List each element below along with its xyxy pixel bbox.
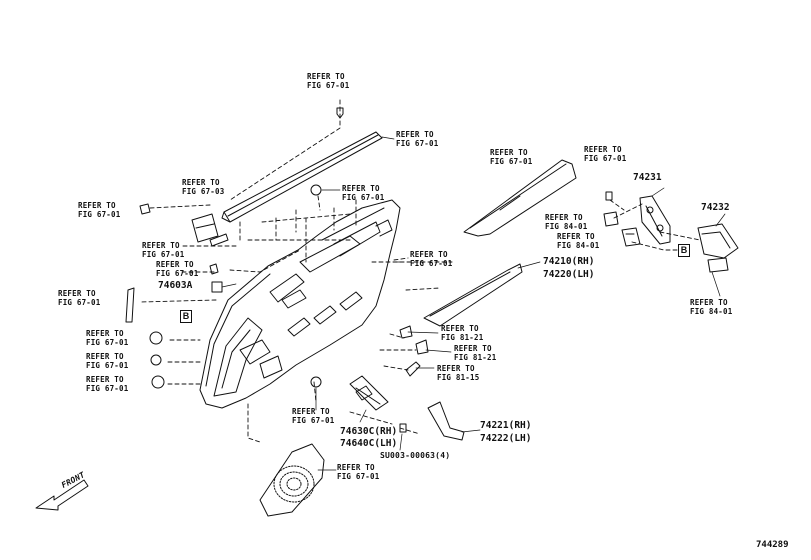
reference-box-b-left: B — [180, 310, 192, 323]
callout-line1: REFER TO — [584, 145, 622, 154]
callout-line2: FIG 67-01 — [490, 157, 533, 166]
callout-line2: FIG 81-15 — [437, 373, 480, 382]
switch-base-74231 — [639, 195, 671, 245]
bracket-74221 — [427, 401, 465, 441]
part-number-74630c: 74630C(RH) — [340, 426, 398, 437]
callout-line2: FIG 81-21 — [454, 353, 497, 362]
callout-line2: FIG 67-01 — [396, 139, 439, 148]
callout-line1: REFER TO — [86, 352, 124, 361]
callout-line1: REFER TO — [441, 324, 479, 333]
part-number-74221: 74221(RH) — [480, 420, 532, 431]
callout-line2: FIG 67-01 — [337, 472, 380, 481]
callout-line2: FIG 67-01 — [86, 361, 129, 370]
callout-line1: REFER TO — [337, 463, 375, 472]
assembly-dashed-lines — [139, 99, 701, 443]
part-number-74640c: 74640C(LH) — [340, 438, 398, 449]
callout-line2: FIG 67-01 — [86, 384, 129, 393]
callout-line1: REFER TO — [182, 178, 220, 187]
part-number-74220: 74220(LH) — [543, 269, 595, 280]
callout-line1: REFER TO — [690, 298, 728, 307]
diagram-code: 744289 — [756, 540, 789, 550]
part-number-74603a: 74603A — [158, 280, 193, 291]
callout-line2: FIG 67-01 — [142, 250, 185, 259]
callout-line1: REFER TO — [454, 344, 492, 353]
callout-line1: REFER TO — [142, 241, 180, 250]
clips — [139, 107, 613, 433]
callout-line2: FIG 67-01 — [86, 338, 129, 347]
callout-line1: REFER TO — [342, 184, 380, 193]
callout-line2: FIG 84-01 — [545, 222, 588, 231]
callout-line1: REFER TO — [156, 260, 194, 269]
weatherstrip-part — [221, 131, 383, 223]
callout-line1: REFER TO — [86, 375, 124, 384]
callout-line2: FIG 84-01 — [557, 241, 600, 250]
front-arrow-icon — [35, 479, 89, 511]
rod-part — [125, 287, 135, 323]
callout-line2: FIG 67-01 — [342, 193, 385, 202]
callout-line1: REFER TO — [396, 130, 434, 139]
bracket-74630c — [349, 375, 389, 411]
speaker-grille — [259, 443, 325, 517]
part-number-74231: 74231 — [633, 172, 662, 183]
part-number-74210: 74210(RH) — [543, 256, 595, 267]
callout-line1: REFER TO — [410, 250, 448, 259]
callout-line1: REFER TO — [86, 329, 124, 338]
clip-74603a — [211, 281, 223, 293]
callout-line1: REFER TO — [437, 364, 475, 373]
upper-garnish-part — [463, 159, 577, 237]
callout-line1: REFER TO — [58, 289, 96, 298]
callout-line1: REFER TO — [557, 232, 595, 241]
callout-line2: FIG 84-01 — [690, 307, 733, 316]
callout-line2: FIG 67-03 — [182, 187, 225, 196]
callout-line2: FIG 67-01 — [292, 416, 335, 425]
part-number-74222: 74222(LH) — [480, 433, 532, 444]
switch-lamp-parts — [399, 325, 429, 377]
callout-line2: FIG 67-01 — [307, 81, 350, 90]
callout-line2: FIG 67-01 — [156, 269, 199, 278]
callout-line1: REFER TO — [307, 72, 345, 81]
callout-line2: FIG 81-21 — [441, 333, 484, 342]
bracket-fig6703 — [191, 213, 229, 247]
callout-line2: FIG 67-01 — [58, 298, 101, 307]
callout-line1: REFER TO — [545, 213, 583, 222]
switch-74232 — [697, 223, 739, 273]
door-trim-panel — [199, 199, 401, 409]
callout-line2: FIG 67-01 — [584, 154, 627, 163]
callout-line1: REFER TO — [490, 148, 528, 157]
reference-box-b-right: B — [678, 244, 690, 257]
callout-line2: FIG 67-01 — [78, 210, 121, 219]
callout-line1: REFER TO — [78, 201, 116, 210]
callout-line2: FIG 67-01 — [410, 259, 453, 268]
part-number-su003: SU003-00063(4) — [380, 451, 451, 460]
small-switches — [603, 211, 641, 247]
leader-lines — [221, 136, 726, 471]
armrest-garnish-part — [423, 263, 523, 327]
callout-line1: REFER TO — [292, 407, 330, 416]
part-number-74232: 74232 — [701, 202, 730, 213]
